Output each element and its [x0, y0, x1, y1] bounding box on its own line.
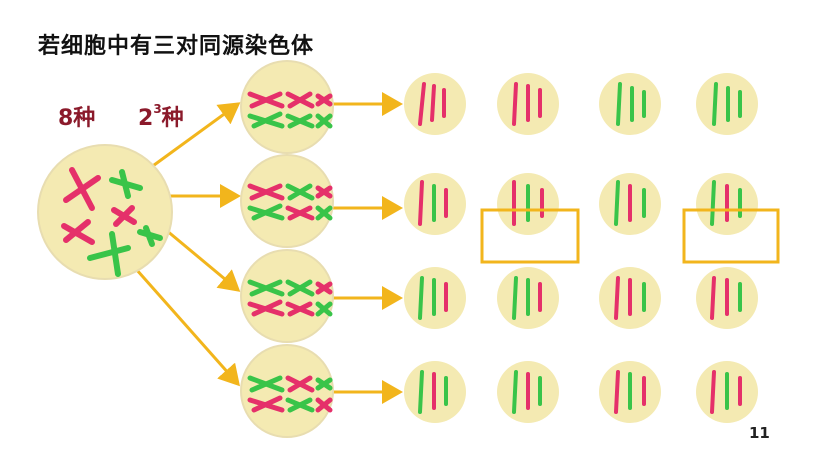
branch-arrows	[126, 102, 241, 387]
gamete-r3-c3	[599, 267, 661, 329]
highlight-box-right	[682, 208, 780, 264]
gamete-r1-c4	[696, 73, 758, 135]
gamete-r2-c4	[696, 173, 758, 235]
gamete-r2-c2	[497, 173, 559, 235]
gamete-r3-c1	[404, 267, 466, 329]
middle-cell-2	[240, 154, 334, 248]
gamete-r2-c3	[599, 173, 661, 235]
arrow-to-cell-4	[126, 259, 240, 387]
arrow-to-cell-1	[149, 102, 241, 170]
highlight-box-left	[480, 208, 580, 264]
middle-cell-3	[240, 249, 334, 343]
mother-cell	[37, 144, 173, 280]
gamete-r4-c3	[599, 361, 661, 423]
page-number: 11	[749, 424, 770, 442]
gamete-r3-c4	[696, 267, 758, 329]
middle-cell-1	[240, 60, 334, 154]
label-2-cubed-types: 23种	[138, 102, 184, 131]
gamete-r2-c1	[404, 173, 466, 235]
gamete-r1-c1	[404, 73, 466, 135]
gamete-r4-c2	[497, 361, 559, 423]
gamete-r1-c2	[497, 73, 559, 135]
row-arrows	[333, 92, 403, 404]
middle-cell-4	[240, 344, 334, 438]
arrow-to-cell-3	[159, 223, 241, 292]
slide-title: 若细胞中有三对同源染色体	[38, 34, 315, 59]
label-8-types: 8种	[58, 106, 96, 131]
gamete-r1-c3	[599, 73, 661, 135]
gamete-r4-c4	[696, 361, 758, 423]
gamete-r3-c2	[497, 267, 559, 329]
gamete-r4-c1	[404, 361, 466, 423]
